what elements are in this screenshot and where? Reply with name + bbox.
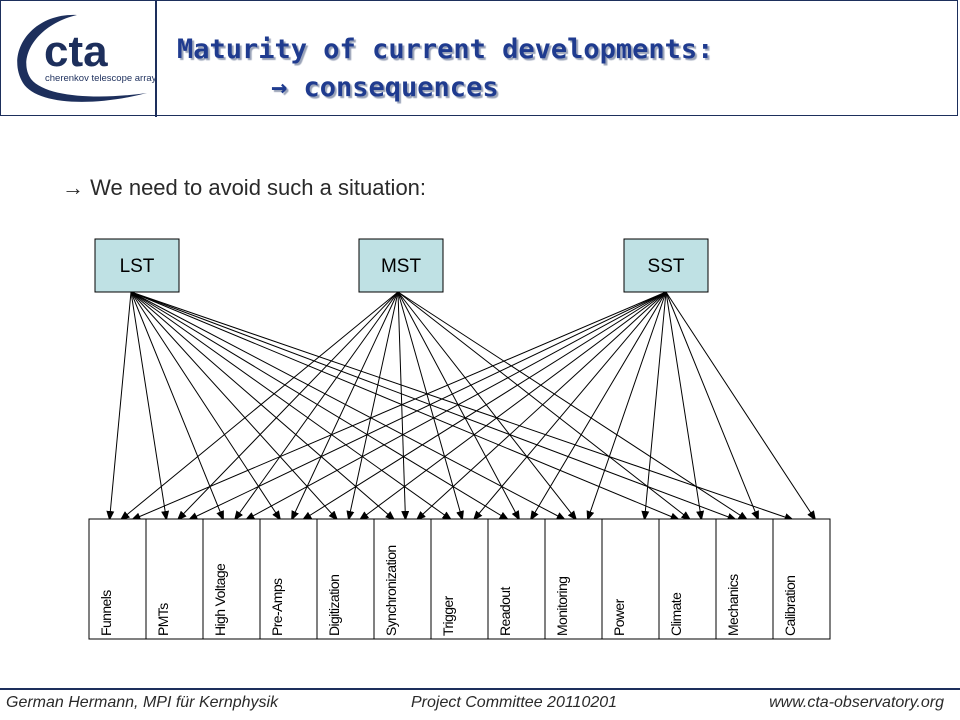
logo-wordmark: cta bbox=[44, 27, 108, 76]
subsystem-nodes: Funnels PMTs High Voltage Pre-Amps Digitizat… bbox=[88, 518, 831, 640]
subsystem-label: Funnels bbox=[98, 590, 114, 636]
dependency-arrow bbox=[130, 291, 453, 521]
telescope-node: LST bbox=[94, 238, 180, 293]
subsystem-label: Monitoring bbox=[554, 577, 570, 636]
dependency-arrow bbox=[187, 291, 667, 521]
slide-title: Maturity of current developments: → cons… bbox=[177, 31, 713, 107]
subsystem-node: Monitoring bbox=[544, 518, 603, 640]
subsystem-label: High Voltage bbox=[212, 563, 228, 636]
dependency-arrow bbox=[130, 291, 738, 521]
dependency-arrow bbox=[301, 291, 667, 521]
dependency-arrow bbox=[665, 291, 817, 521]
dependency-arrow bbox=[130, 291, 339, 521]
subsystem-box bbox=[601, 518, 660, 640]
subsystem-node: Synchronization bbox=[373, 518, 432, 640]
telescope-box bbox=[623, 238, 709, 293]
dependency-arrow bbox=[397, 291, 749, 521]
subsystem-box bbox=[658, 518, 717, 640]
slide-header: cta cherenkov telescope array Maturity o… bbox=[0, 0, 958, 117]
subsystem-box bbox=[430, 518, 489, 640]
dependency-arrow bbox=[130, 291, 667, 521]
title-line-2: → consequences bbox=[271, 72, 499, 103]
dependency-arrow bbox=[397, 291, 578, 521]
subsystem-label: Synchronization bbox=[383, 545, 399, 636]
dependency-arrow bbox=[130, 291, 396, 521]
dependency-arrow bbox=[130, 291, 224, 521]
subsystem-label: Pre-Amps bbox=[269, 578, 285, 636]
dependency-arrow bbox=[397, 291, 464, 521]
subsystem-label: Climate bbox=[668, 592, 684, 636]
footer-meeting: Project Committee 20110201 bbox=[411, 694, 618, 711]
dependency-arrow bbox=[472, 291, 667, 521]
subsystem-node: Digitization bbox=[316, 518, 375, 640]
telescope-node: MST bbox=[358, 238, 444, 293]
dependency-arrow bbox=[586, 291, 667, 521]
title-line-1: Maturity of current developments: bbox=[177, 34, 714, 65]
dependency-arrow bbox=[130, 291, 510, 521]
dependency-arrows bbox=[106, 291, 817, 521]
subsystem-node: Funnels bbox=[88, 518, 147, 640]
subsystem-label: Calibration bbox=[782, 576, 798, 636]
dependency-arrow bbox=[397, 291, 410, 521]
cta-logo: cta cherenkov telescope array bbox=[17, 14, 157, 102]
subsystem-box bbox=[772, 518, 831, 640]
telescope-label: MST bbox=[381, 256, 422, 277]
subsystem-node: Power bbox=[601, 518, 660, 640]
subsystem-node: Climate bbox=[658, 518, 717, 640]
telescope-box bbox=[358, 238, 444, 293]
dependency-arrow bbox=[358, 291, 667, 521]
footer-website: www.cta-observatory.org bbox=[769, 694, 944, 711]
dependency-arrow bbox=[130, 291, 795, 521]
telescope-box bbox=[94, 238, 180, 293]
intro-text: → We need to avoid such a situation: bbox=[62, 175, 427, 200]
subsystem-box bbox=[316, 518, 375, 640]
dependency-arrow bbox=[130, 291, 567, 521]
logo-box: cta cherenkov telescope array bbox=[1, 1, 157, 117]
footer-author: German Hermann, MPI für Kernphysik bbox=[6, 694, 279, 711]
subsystem-box bbox=[259, 518, 318, 640]
dependency-arrow bbox=[291, 291, 399, 521]
subsystem-box bbox=[544, 518, 603, 640]
subsystem-label: Readout bbox=[497, 587, 513, 636]
subsystem-node: Readout bbox=[487, 518, 546, 640]
dependency-arrow bbox=[397, 291, 692, 521]
telescope-nodes: LST MST SST bbox=[94, 238, 709, 293]
dependency-arrow bbox=[665, 291, 759, 521]
subsystem-box bbox=[487, 518, 546, 640]
subsystem-node: Pre-Amps bbox=[259, 518, 318, 640]
dependency-arrow bbox=[415, 291, 667, 521]
dependency-arrow bbox=[130, 291, 282, 521]
dependency-arrow bbox=[346, 291, 399, 521]
dependency-arrow bbox=[397, 291, 520, 521]
subsystem-box bbox=[715, 518, 774, 640]
dependency-arrow bbox=[176, 291, 399, 521]
subsystem-label: Digitization bbox=[326, 575, 342, 636]
footer-rule bbox=[0, 688, 960, 690]
subsystem-label: PMTs bbox=[155, 603, 171, 636]
subsystem-node: PMTs bbox=[145, 518, 204, 640]
dependency-arrow bbox=[244, 291, 667, 521]
telescope-node: SST bbox=[623, 238, 709, 293]
dependency-arrow bbox=[130, 291, 170, 521]
subsystem-label: Trigger bbox=[440, 595, 456, 636]
dependency-arrow bbox=[641, 291, 667, 521]
dependency-arrow bbox=[233, 291, 399, 521]
dependency-arrow bbox=[665, 291, 705, 521]
subsystem-label: Mechanics bbox=[725, 574, 741, 636]
subsystem-node: Trigger bbox=[430, 518, 489, 640]
subsystem-node: High Voltage bbox=[202, 518, 261, 640]
dependency-arrow bbox=[119, 291, 399, 521]
subsystem-box bbox=[88, 518, 147, 640]
dependency-arrow bbox=[130, 291, 681, 521]
subsystem-box bbox=[202, 518, 261, 640]
dependency-arrow bbox=[106, 291, 132, 521]
dependency-arrow bbox=[529, 291, 667, 521]
logo-tagline: cherenkov telescope array bbox=[45, 73, 155, 84]
subsystem-label: Power bbox=[611, 598, 627, 636]
subsystem-node: Calibration bbox=[772, 518, 831, 640]
subsystem-node: Mechanics bbox=[715, 518, 774, 640]
telescope-label: LST bbox=[120, 256, 155, 277]
telescope-label: SST bbox=[648, 256, 685, 277]
